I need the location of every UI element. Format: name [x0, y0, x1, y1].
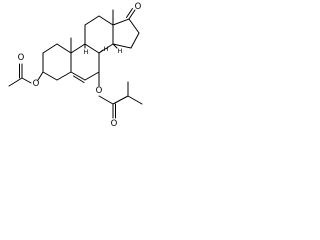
isobutyrate-carbonyl-oxygen-label: O: [111, 119, 118, 129]
h9-stereo: H: [84, 43, 89, 56]
ring-b: [70, 43, 100, 83]
h8-stereo: H: [98, 45, 109, 54]
h14-stereo: H: [112, 43, 123, 55]
ring-a: [42, 43, 72, 81]
c5-c6-double-bond: [73, 75, 85, 83]
h9-label: H: [84, 48, 89, 56]
isobutyrate-ester-oxygen-label: O: [96, 86, 103, 96]
acetate-carbonyl-oxygen-label: O: [18, 53, 25, 63]
acetoxy-group: O O: [8, 53, 44, 89]
h14-label: H: [118, 47, 123, 55]
ketone-oxygen-label: O: [135, 2, 142, 12]
acetate-ester-oxygen-label: O: [33, 79, 40, 89]
steroid-structure-diagram: O H H H O O O O: [8, 2, 143, 129]
isobutyryloxy-group: O O: [96, 71, 143, 129]
h8-label: H: [104, 45, 109, 53]
ring-d: [112, 18, 140, 49]
c17-ketone: O: [126, 2, 142, 20]
ring-c: [84, 15, 114, 54]
